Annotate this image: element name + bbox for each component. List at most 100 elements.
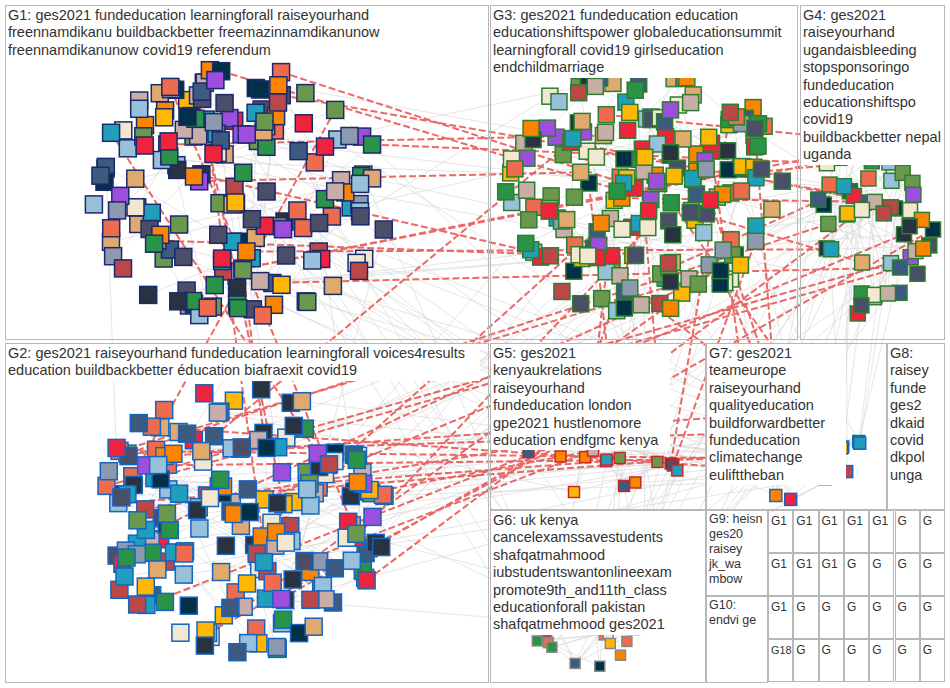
avatar-square xyxy=(119,140,136,157)
avatar-square xyxy=(876,206,891,221)
group-panel: G5: ges2021 kenyaukrelations raiseyourha… xyxy=(490,343,706,510)
edge-line xyxy=(157,184,360,241)
group-panel: G xyxy=(895,639,920,682)
avatar-square xyxy=(150,457,167,474)
avatar-square xyxy=(225,506,242,523)
avatar-square xyxy=(774,173,790,189)
group-label: G6: uk kenya cancelexamssavestudents sha… xyxy=(491,511,705,635)
avatar-square xyxy=(193,443,210,460)
avatar-square xyxy=(614,221,630,237)
edge-line xyxy=(236,204,673,465)
avatar-square xyxy=(753,161,769,177)
group-label: G1 xyxy=(870,513,890,529)
avatar-square xyxy=(569,487,580,498)
avatar-square xyxy=(587,78,603,94)
avatar-square xyxy=(179,425,196,442)
avatar-square xyxy=(209,404,226,421)
group-label: G xyxy=(896,642,909,658)
group-label: G8: raisey funde ges2 dkaid covid dkpol … xyxy=(888,344,944,485)
group-label: G xyxy=(794,642,807,658)
avatar-square xyxy=(170,293,187,310)
avatar-square xyxy=(180,597,197,614)
avatar-square xyxy=(616,300,632,316)
avatar-square xyxy=(327,183,344,200)
group-panel: G1 xyxy=(819,510,844,553)
avatar-square xyxy=(551,94,567,110)
group-panel: G1 xyxy=(793,553,818,596)
avatar-square xyxy=(324,277,341,294)
avatar-square xyxy=(299,293,316,310)
edge-line xyxy=(274,178,372,304)
avatar-square xyxy=(275,221,292,238)
edge-line xyxy=(113,85,278,256)
avatar-square xyxy=(103,220,120,237)
group-panel: G6: uk kenya cancelexamssavestudents sha… xyxy=(490,510,706,683)
avatar-square xyxy=(129,596,146,613)
avatar-square xyxy=(273,276,290,293)
avatar-square xyxy=(348,451,365,468)
edge-line xyxy=(242,179,693,268)
avatar-square xyxy=(161,521,178,538)
avatar-square xyxy=(663,102,679,118)
avatar-square xyxy=(598,107,614,123)
avatar-square xyxy=(663,195,679,211)
group-label: G1 xyxy=(769,556,789,572)
group-label: G5: ges2021 kenyaukrelations raiseyourha… xyxy=(491,344,670,450)
group-panel: G1 xyxy=(793,510,818,553)
avatar-square xyxy=(269,495,286,512)
group-label: G xyxy=(820,642,833,658)
avatar-square xyxy=(349,474,366,491)
group-panel: G xyxy=(920,639,945,682)
edge-line xyxy=(207,495,365,578)
group-label: G1 xyxy=(845,513,865,529)
avatar-square xyxy=(241,504,258,521)
avatar-square xyxy=(715,242,731,258)
avatar-square xyxy=(614,453,625,464)
edge-line xyxy=(177,170,533,252)
avatar-square xyxy=(672,465,683,476)
edge-line xyxy=(372,178,899,292)
group-panel: G xyxy=(819,596,844,639)
avatar-square xyxy=(103,124,120,141)
group-label: G7: ges2021 teameurope raiseyourhand qua… xyxy=(707,344,846,485)
avatar-square xyxy=(507,161,523,177)
avatar-square xyxy=(277,534,294,551)
avatar-square xyxy=(622,104,638,120)
avatar-square xyxy=(840,206,855,221)
avatar-square xyxy=(270,77,287,94)
avatar-square xyxy=(518,235,534,251)
group-panel: G xyxy=(920,553,945,596)
edge-line xyxy=(626,102,754,167)
avatar-square xyxy=(348,525,365,542)
group-panel: G3: ges2021 fundeducation education educ… xyxy=(490,5,798,340)
avatar-square xyxy=(696,225,712,241)
avatar-square xyxy=(171,216,188,233)
group-panel: G1 xyxy=(819,553,844,596)
group-label: G xyxy=(870,642,883,658)
avatar-square xyxy=(230,300,247,317)
avatar-square xyxy=(352,175,369,192)
group-panel: G2: ges2021 raiseyourhand fundeducation … xyxy=(5,343,489,683)
avatar-square xyxy=(880,286,895,301)
avatar-square xyxy=(547,642,557,652)
edge-line xyxy=(559,102,709,265)
group-label: G1 xyxy=(769,599,789,615)
avatar-square xyxy=(748,218,764,234)
avatar-square xyxy=(375,221,392,238)
avatar-square xyxy=(299,481,316,498)
avatar-square xyxy=(256,113,273,130)
avatar-square xyxy=(156,109,173,126)
avatar-square xyxy=(160,133,177,150)
group-panel: G1: ges2021 fundeducation learningforall… xyxy=(5,5,489,340)
avatar-square xyxy=(601,454,612,465)
avatar-square xyxy=(598,124,614,140)
avatar-square xyxy=(327,101,344,118)
group-label: G xyxy=(845,599,858,615)
avatar-square xyxy=(666,168,682,184)
group-label: G1 xyxy=(769,513,789,529)
avatar-square xyxy=(364,136,381,153)
avatar-square xyxy=(593,215,609,231)
avatar-square xyxy=(574,113,590,129)
edge-line xyxy=(221,71,862,262)
avatar-square xyxy=(238,243,255,260)
